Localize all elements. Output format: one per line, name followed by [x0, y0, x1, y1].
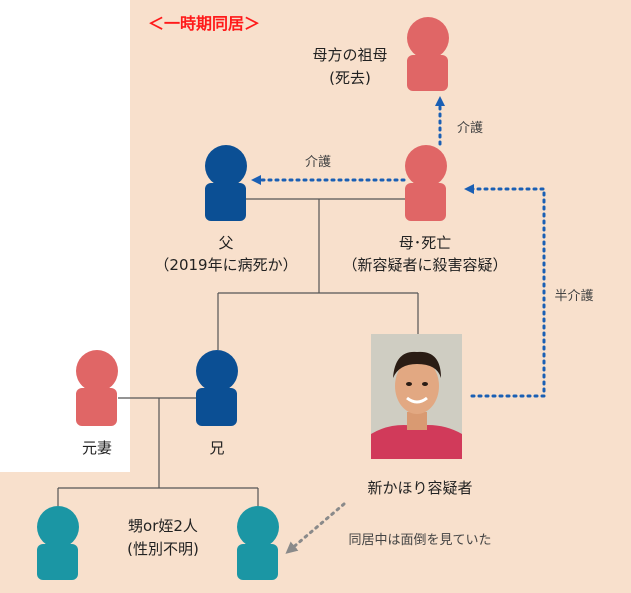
person-grandmother: [407, 17, 449, 91]
father-note: （2019年に病死か）: [154, 256, 298, 274]
suspect-photo: [371, 334, 462, 459]
care-arrows: [251, 96, 546, 398]
mother-note: （新容疑者に殺害容疑）: [342, 256, 508, 274]
grandmother-name: 母方の祖母: [312, 46, 388, 64]
mother-name: 母･死亡: [398, 234, 452, 252]
half-care-label: 半介護: [554, 289, 594, 304]
person-child-1: [37, 506, 79, 580]
brother-name: 兄: [209, 439, 225, 457]
suspect-name: 新かほり容疑者: [367, 479, 473, 497]
care-label-grandmother: 介護: [456, 121, 483, 136]
cohabit-care-arrow: [285, 502, 346, 554]
cohabitation-region-bottom: [0, 472, 631, 593]
cohabit-care-label: 同居中は面倒を見ていた: [348, 533, 492, 548]
children-note: (性別不明): [127, 540, 199, 558]
care-label-father: 介護: [304, 155, 331, 170]
person-brother: [196, 350, 238, 426]
ex-wife-name: 元妻: [81, 439, 112, 457]
person-father: [205, 145, 247, 221]
person-ex-wife: [76, 350, 118, 426]
children-name: 甥or姪2人: [128, 517, 198, 535]
person-mother: [405, 145, 447, 221]
cohabitation-title: ＜一時期同居＞: [148, 14, 261, 33]
half-care-arrow: [464, 184, 546, 398]
father-name: 父: [218, 234, 234, 252]
family-lines: [57, 198, 419, 506]
grandmother-note: (死去): [329, 69, 371, 87]
person-child-2: [237, 506, 279, 580]
